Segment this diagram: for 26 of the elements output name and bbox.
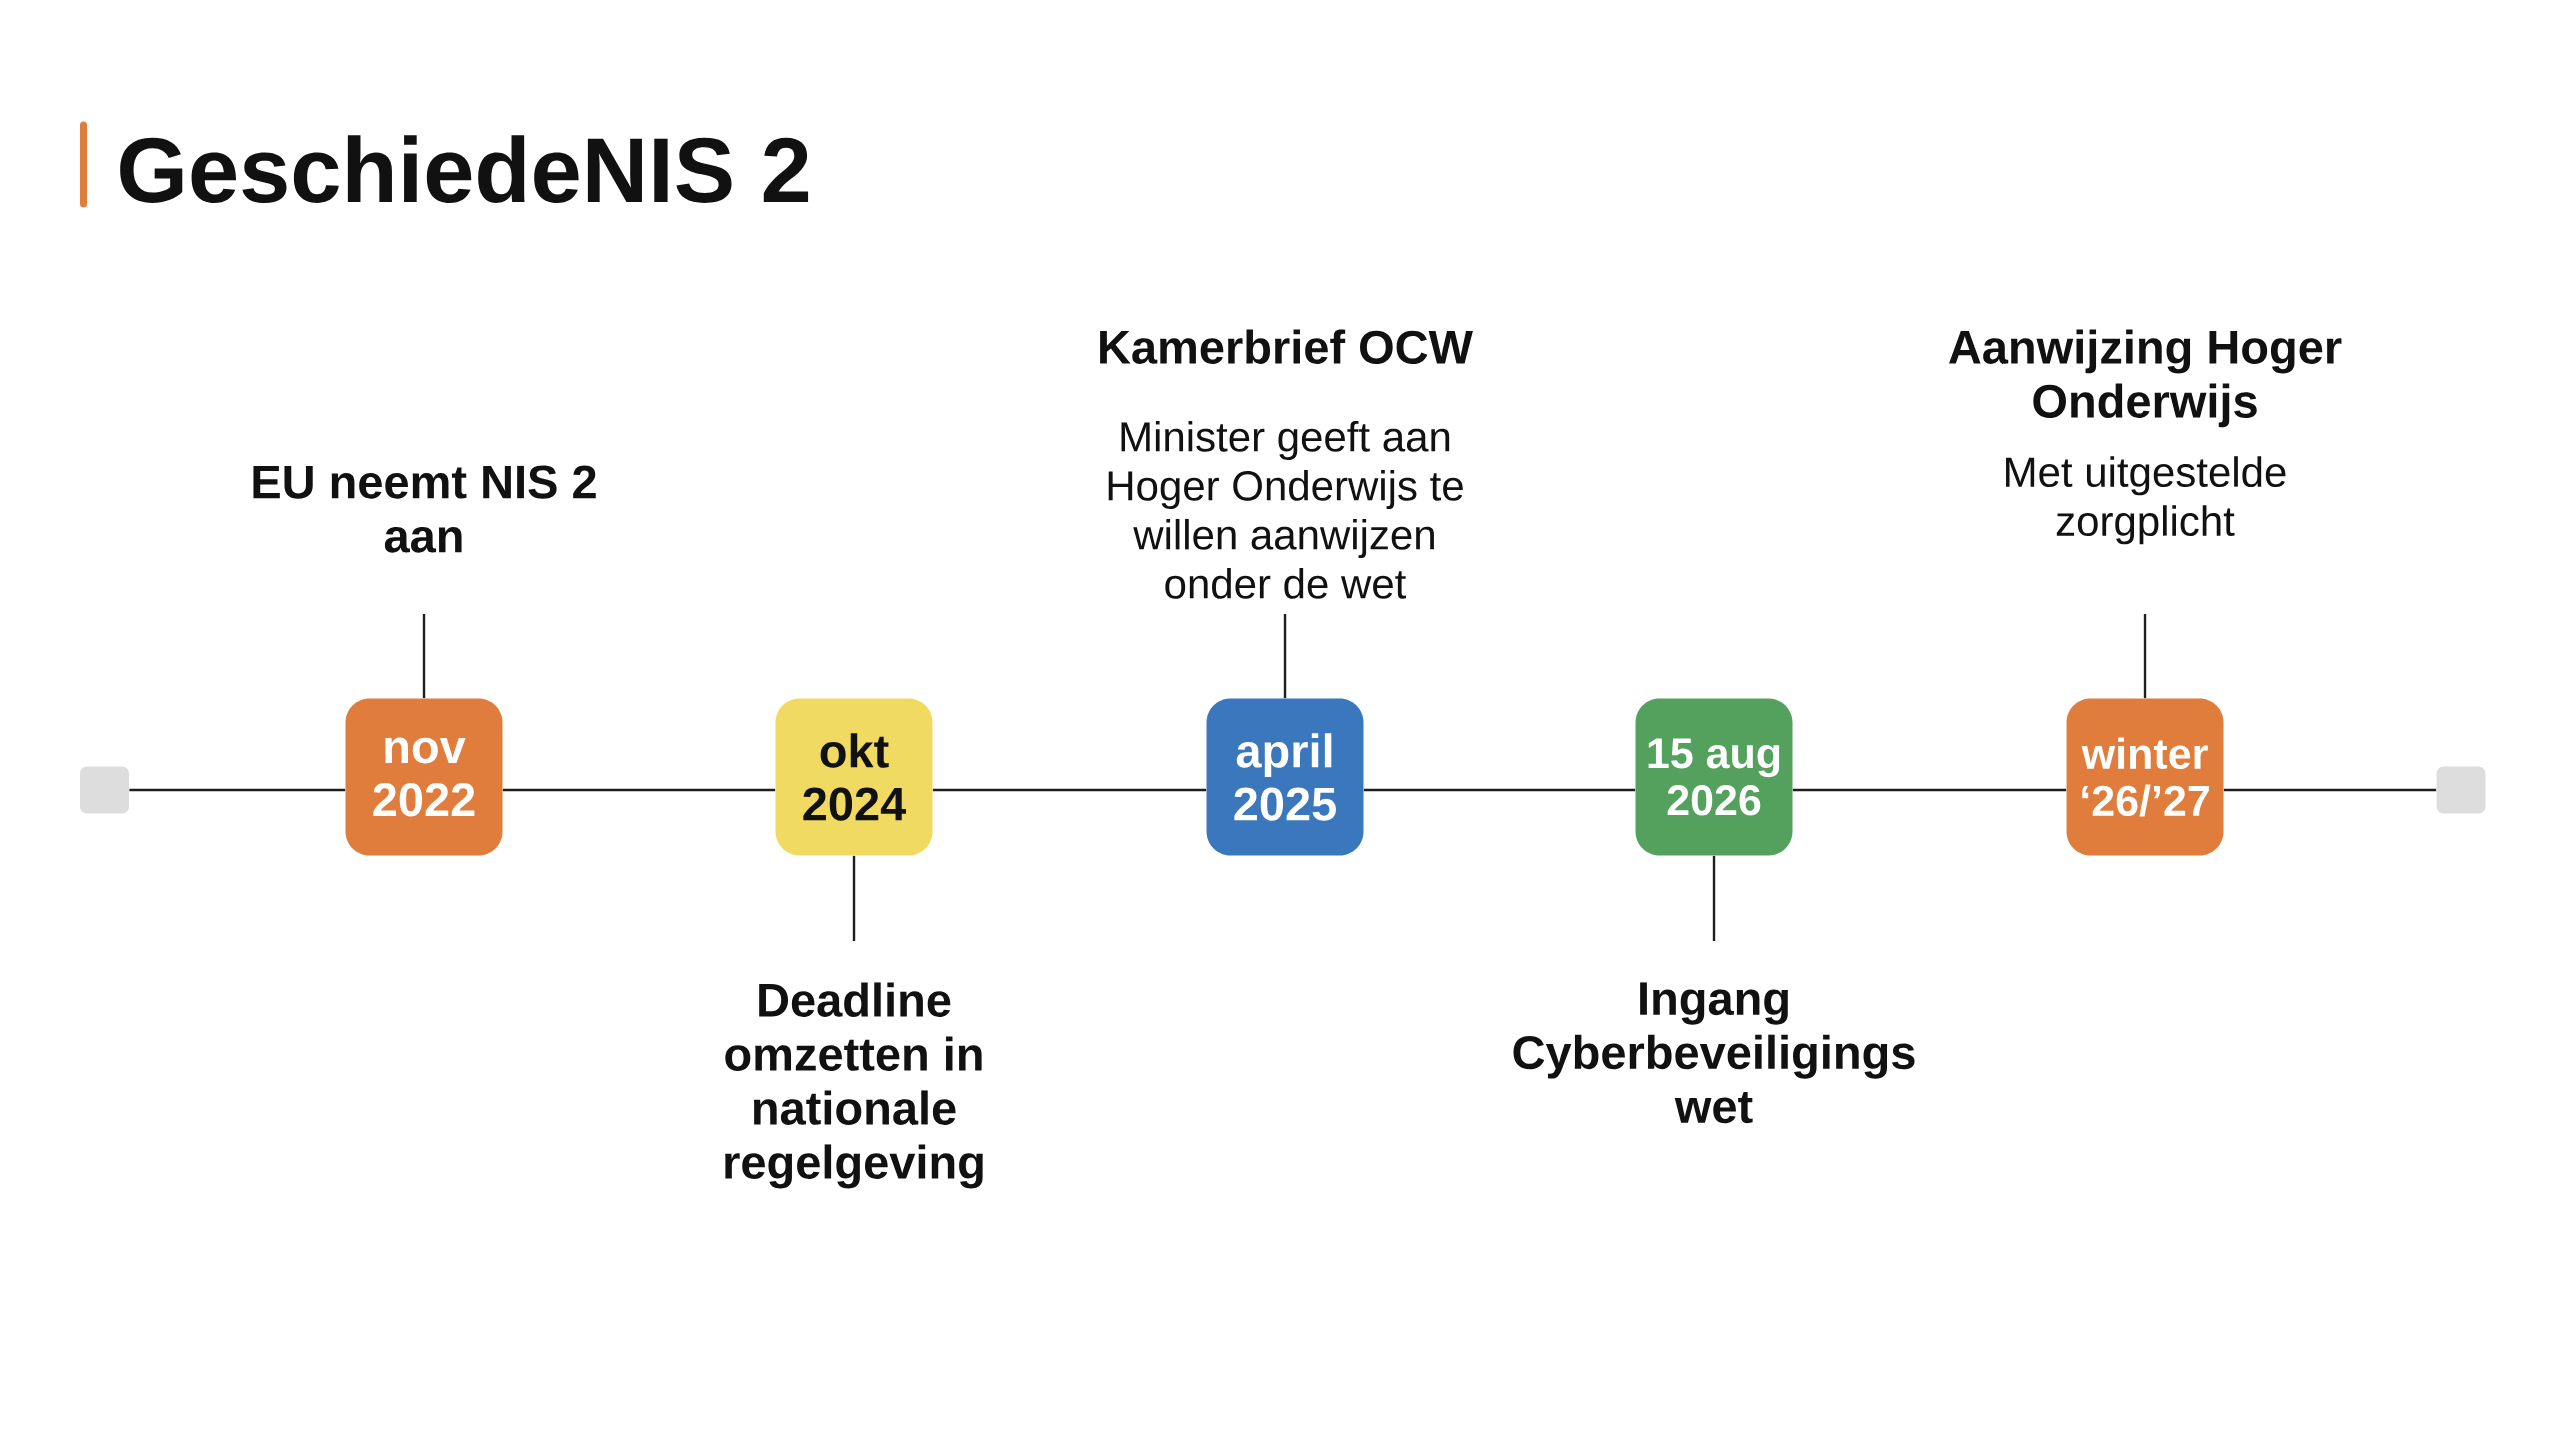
timeline-line — [502, 788, 776, 792]
date-box: okt 2024 — [775, 698, 933, 856]
connector-line — [2143, 614, 2147, 699]
event-text: Deadline omzetten in nationale regelgeving — [725, 982, 983, 1189]
end-square — [80, 766, 129, 814]
timeline-line — [1792, 788, 2067, 792]
event-title: Kamerbrief OCW — [1100, 329, 1473, 364]
date-box: 15 aug 2026 — [1635, 698, 1793, 856]
event-description: Minister geeft aan Hoger Onderwijs te willen aanwijzen onder de wet — [1108, 420, 1463, 599]
connector-line — [422, 614, 426, 699]
date-box: winter ‘26/’27 — [2066, 698, 2224, 856]
timeline-line — [2223, 788, 2437, 792]
timeline-line — [129, 788, 346, 792]
event-text: Ingang Cyberbeveiligings wet — [1513, 982, 1915, 1124]
event-description: Met uitgestelde zorgplicht — [2006, 456, 2286, 545]
event-text: EU neemt NIS 2 aan — [253, 465, 596, 553]
connector-line — [1283, 614, 1287, 699]
timeline-line — [1363, 788, 1636, 792]
end-square — [2436, 766, 2486, 814]
title: GeschiedeNIS 2 — [120, 135, 809, 203]
event-title: Aanwijzing Hoger Onderwijs — [1949, 329, 2342, 428]
connector-line — [852, 855, 856, 941]
date-box: nov 2022 — [345, 698, 503, 856]
timeline-line — [932, 788, 1207, 792]
connector-line — [1712, 855, 1716, 941]
date-box: april 2025 — [1206, 698, 1364, 856]
